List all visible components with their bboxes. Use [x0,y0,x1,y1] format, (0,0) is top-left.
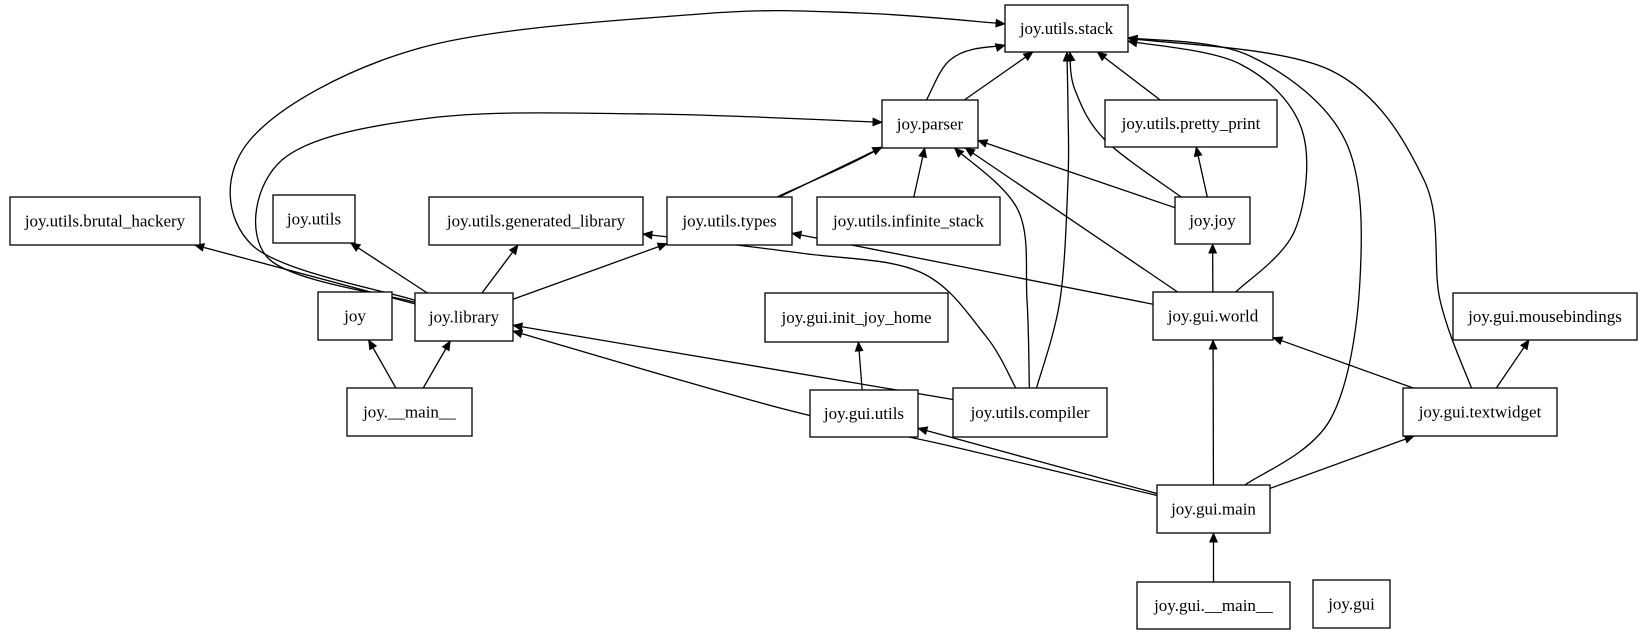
node-label-joy-gui-textwidget: joy.gui.textwidget [1418,403,1542,422]
edge-joy-gui-textwidget-to-joy-utils-stack [1127,35,1473,389]
edge-joy-gui-textwidget-to-joy-gui-world [1272,336,1414,389]
node-joy-main: joy.__main__ [346,387,473,437]
node-joy-joy: joy.joy [1174,196,1251,245]
node-label-joy-gui-init-joy-home: joy.gui.init_joy_home [780,308,931,327]
node-joy-gui-main: joy.gui.__main__ [1136,581,1291,630]
node-box-joy-joy [1174,196,1251,245]
edge-joy-joy-to-joy-parser [977,139,1176,209]
node-joy-utils: joy.utils [272,194,356,244]
node-label-joy-utils-pretty-print: joy.utils.pretty_print [1121,114,1261,133]
node-joy-gui-main: joy.gui.main [1156,484,1271,534]
node-joy-utils-generated-library: joy.utils.generated_library [428,196,644,246]
node-label-joy-utils-compiler: joy.utils.compiler [970,403,1090,422]
edge-joy-utils-pretty-print-to-joy-utils-stack [1096,51,1161,101]
edge-joy-library-to-joy-utils [349,242,428,294]
edge-joy-gui-world-to-joy-parser [964,147,1178,293]
node-label-joy-utils-infinite-stack: joy.utils.infinite_stack [832,212,984,231]
node-joy-parser: joy.parser [881,99,979,149]
node-label-joy-utils: joy.utils [286,210,341,229]
node-label-joy-gui-main: joy.gui.main [1170,500,1256,519]
node-joy: joy [317,291,393,341]
node-box-joy-utils-types [666,196,793,246]
node-box-joy-gui-textwidget [1402,387,1558,437]
node-box-joy-utils-generated-library [428,196,644,246]
edge-joy-gui-main-to-joy-utils-stack [1127,34,1362,486]
node-box-joy-gui-main [1136,581,1291,630]
node-joy-gui-world: joy.gui.world [1152,291,1274,341]
node-joy-gui-mousebindings: joy.gui.mousebindings [1452,292,1638,341]
node-label-joy-main: joy.__main__ [362,403,456,422]
edge-joy-utils-compiler-to-joy-utils-stack [1035,51,1072,389]
edge-joy-main-to-joy [368,339,397,389]
edge-joy-library-to-joy-utils-types [512,242,668,300]
node-label-joy-library: joy.library [428,308,500,327]
edge-joy-joy-to-joy-utils-pretty-print [1193,146,1208,198]
node-label-joy-utils-stack: joy.utils.stack [1019,19,1114,38]
node-box-joy-utils-brutal-hackery [9,196,201,246]
node-label-joy-utils-brutal-hackery: joy.utils.brutal_hackery [24,212,186,231]
node-label-joy-gui-main: joy.gui.__main__ [1153,596,1273,615]
edge-joy-joy-to-joy-utils-stack [1066,51,1182,198]
node-box-joy-utils [272,194,356,244]
edge-joy-library-to-joy-parser [254,112,883,303]
node-box-joy-gui-world [1152,291,1274,341]
node-joy-utils-brutal-hackery: joy.utils.brutal_hackery [9,196,201,246]
node-joy-utils-infinite-stack: joy.utils.infinite_stack [816,196,1001,246]
node-box-joy [317,291,393,341]
edge-joy-gui-main-to-joy-gui-textwidget [1269,435,1415,490]
node-joy-utils-pretty-print: joy.utils.pretty_print [1104,99,1278,148]
node-label-joy-joy: joy.joy [1188,211,1236,230]
edges-layer [193,9,1530,582]
node-box-joy-utils-stack [1004,4,1129,53]
node-joy-gui-textwidget: joy.gui.textwidget [1402,387,1558,437]
node-joy-utils-stack: joy.utils.stack [1004,4,1129,53]
edge-joy-library-to-joy-utils-generated-library [481,244,519,294]
edge-joy-gui-textwidget-to-joy-gui-mousebindings [1495,339,1530,389]
node-joy-utils-types: joy.utils.types [666,196,793,246]
node-label-joy-gui-utils: joy.gui.utils [823,404,904,423]
node-box-joy-utils-infinite-stack [816,196,1001,246]
node-box-joy-library [414,292,514,342]
edge-joy-main-to-joy-library [422,340,451,389]
node-joy-gui-utils: joy.gui.utils [809,389,919,438]
node-box-joy-main [346,387,473,437]
edge-joy-utils-infinite-stack-to-joy-parser [913,147,928,198]
edge-joy-gui-world-to-joy-utils-stack [1127,38,1308,293]
node-label-joy-utils-types: joy.utils.types [681,212,776,231]
node-label-joy-gui: joy.gui [1327,595,1375,614]
edge-joy-utils-compiler-to-joy-parser [953,147,1030,389]
edge-joy-gui-utils-to-joy-gui-init-joy-home [854,341,864,391]
node-label-joy-gui-world: joy.gui.world [1167,307,1259,326]
node-box-joy-gui-mousebindings [1452,292,1638,341]
node-joy-utils-compiler: joy.utils.compiler [952,387,1108,438]
edge-joy-gui-main-to-joy-gui-utils [917,426,1158,495]
edge-joy-parser-to-joy-utils-stack [963,51,1034,101]
node-box-joy-gui-utils [809,389,919,438]
node-joy-gui-init-joy-home: joy.gui.init_joy_home [764,292,949,343]
node-joy-library: joy.library [414,292,514,342]
edge-joy-utils-compiler-to-joy-library [512,322,954,401]
node-label-joy: joy [343,307,366,326]
node-label-joy-parser: joy.parser [896,115,964,134]
edge-joy-library-to-joy-utils-stack [229,9,1006,301]
node-box-joy-gui-main [1156,484,1271,534]
node-box-joy-parser [881,99,979,149]
node-box-joy-utils-compiler [952,387,1108,438]
node-label-joy-gui-mousebindings: joy.gui.mousebindings [1467,307,1622,326]
node-label-joy-utils-generated-library: joy.utils.generated_library [446,212,626,231]
node-box-joy-gui [1312,579,1391,629]
nodes-layer: joy.utils.stack joy.parser joy.utils.prett… [9,4,1638,630]
node-box-joy-gui-init-joy-home [764,292,949,343]
node-joy-gui: joy.gui [1312,579,1391,629]
node-box-joy-utils-pretty-print [1104,99,1278,148]
